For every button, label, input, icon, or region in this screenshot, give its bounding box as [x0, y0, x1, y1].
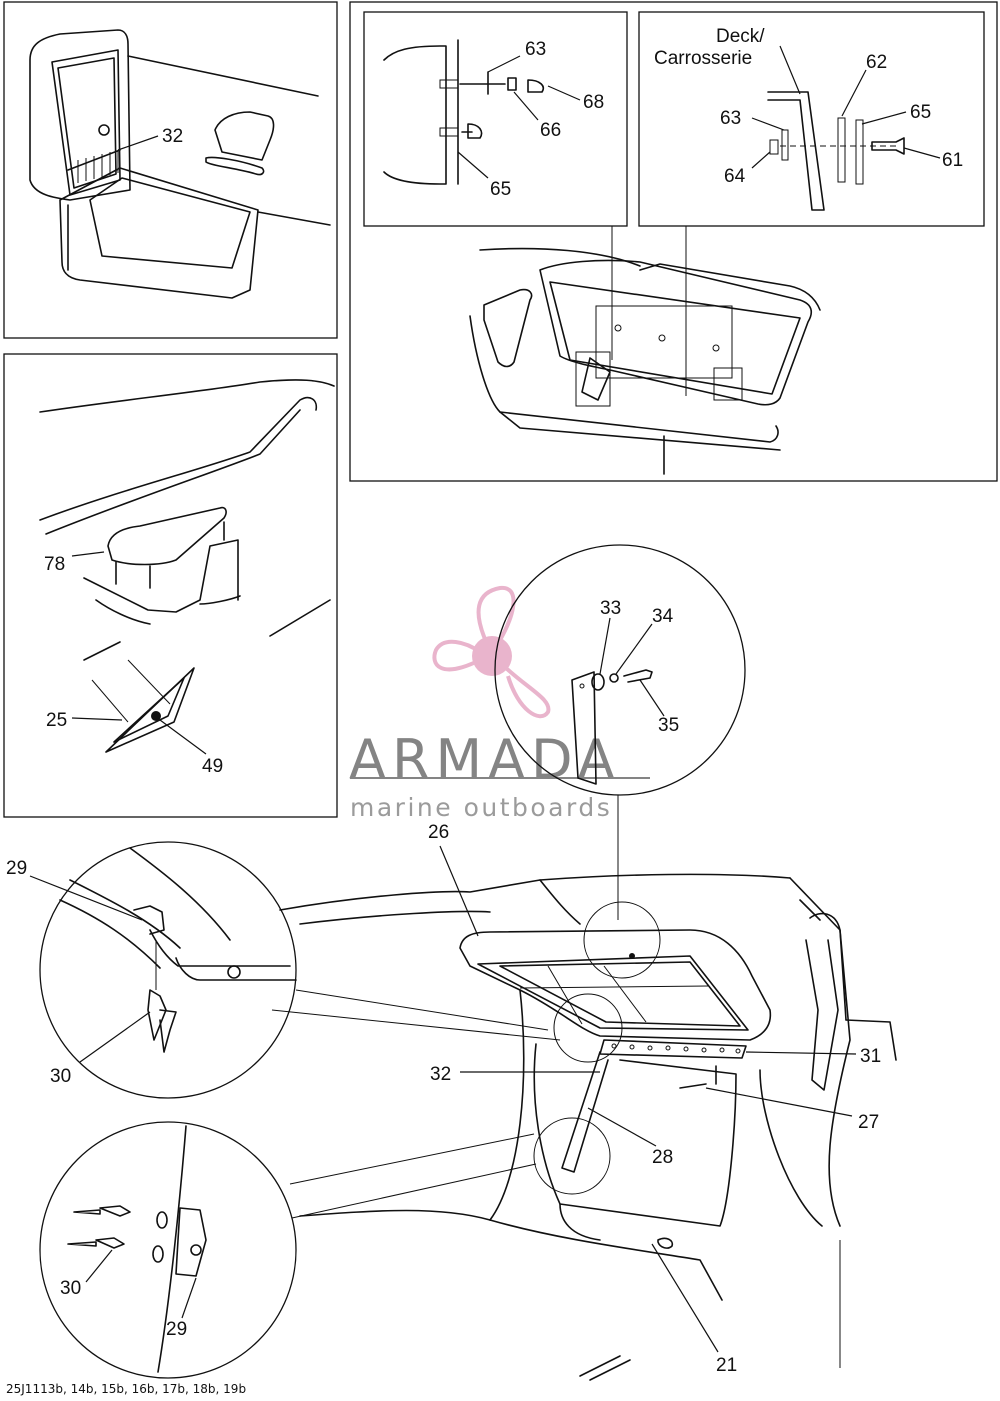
callout-34: 34	[652, 606, 674, 627]
callout-32b: 32	[430, 1064, 451, 1085]
callout-30b: 30	[60, 1278, 81, 1299]
callout-66: 66	[540, 120, 561, 141]
callout-68: 68	[583, 92, 604, 113]
callout-25: 25	[46, 710, 67, 731]
panel-hinge-details: 63 68 66 65 Deck/ Carrosserie 62 63 65 6…	[349, 1, 998, 482]
callout-63b: 63	[720, 108, 741, 129]
callout-33: 33	[600, 598, 621, 619]
callout-29b: 29	[166, 1319, 187, 1340]
callout-35: 35	[658, 715, 679, 736]
label-deck: Deck/	[716, 26, 765, 47]
callout-63: 63	[525, 39, 546, 60]
panel-storage-compartment: 32	[3, 1, 338, 339]
callout-32: 32	[162, 126, 183, 147]
watermark-brand: ARMADA	[349, 728, 621, 791]
detail-circle-rivets: 30 29	[39, 1121, 297, 1379]
callout-62: 62	[866, 52, 887, 73]
callout-28: 28	[652, 1147, 673, 1168]
main-console-view: 26 31 32 28 27 21	[271, 822, 897, 1381]
callout-78: 78	[44, 554, 65, 575]
callout-26: 26	[428, 822, 449, 843]
callout-65b: 65	[910, 102, 931, 123]
detail-circle-hinge-upper: 29 30	[6, 841, 297, 1099]
callout-49: 49	[202, 756, 223, 777]
callout-29: 29	[6, 858, 27, 879]
callout-65: 65	[490, 179, 511, 200]
callout-31: 31	[860, 1046, 881, 1067]
detail-circle-stay: 33 34 35	[494, 544, 746, 920]
callout-64: 64	[724, 166, 746, 187]
callout-61: 61	[942, 150, 963, 171]
drawing-reference: 25J1113b, 14b, 15b, 16b, 17b, 18b, 19b	[6, 1382, 246, 1396]
watermark-armada: ARMADA marine outboards	[349, 585, 650, 822]
callout-30: 30	[50, 1066, 71, 1087]
propeller-logo-icon	[432, 585, 551, 719]
callout-21: 21	[716, 1355, 737, 1376]
label-carrosserie: Carrosserie	[654, 48, 752, 69]
watermark-tagline: marine outboards	[350, 793, 612, 822]
callout-27: 27	[858, 1112, 879, 1133]
panel-armrest: 78 25 49	[3, 353, 338, 818]
